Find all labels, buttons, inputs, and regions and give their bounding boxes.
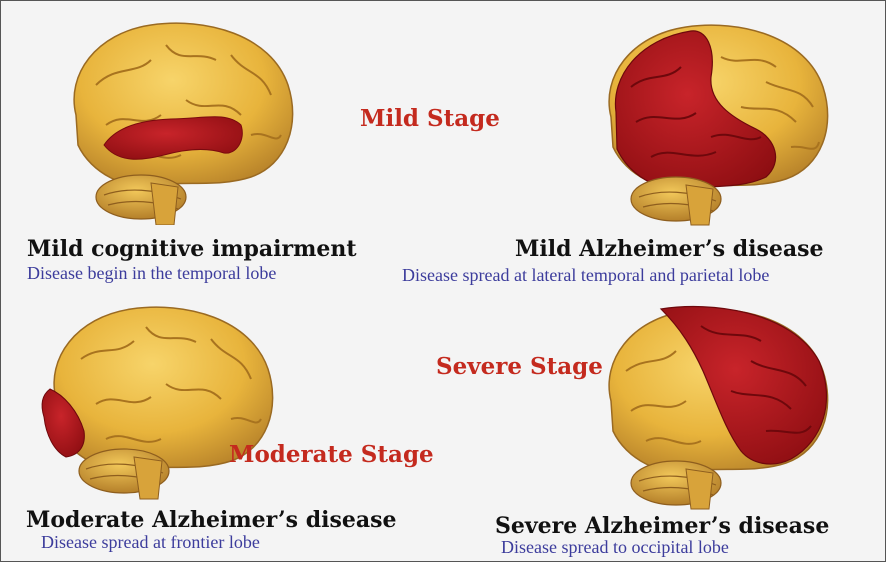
stage-label-severe: Severe Stage	[436, 353, 603, 380]
panel-title-severe-ad: Severe Alzheimer’s disease	[495, 513, 829, 539]
brain-illustration-mild-ad	[591, 17, 841, 227]
stage-label-moderate: Moderate Stage	[229, 441, 434, 468]
panel-title-mild-ad: Mild Alzheimer’s disease	[515, 236, 824, 262]
brain-illustration-mci	[56, 15, 301, 225]
panel-description-mci: Disease begin in the temporal lobe	[27, 263, 276, 284]
stage-label-mild: Mild Stage	[360, 105, 500, 132]
panel-description-moderate-ad: Disease spread at frontier lobe	[41, 532, 260, 553]
panel-title-moderate-ad: Moderate Alzheimer’s disease	[26, 507, 396, 533]
panel-description-mild-ad: Disease spread at lateral temporal and p…	[402, 265, 769, 286]
brain-illustration-severe-ad	[591, 301, 836, 511]
panel-title-mci: Mild cognitive impairment	[27, 236, 357, 262]
panel-description-severe-ad: Disease spread to occipital lobe	[501, 537, 729, 558]
brain-illustration-moderate-ad	[36, 299, 286, 509]
